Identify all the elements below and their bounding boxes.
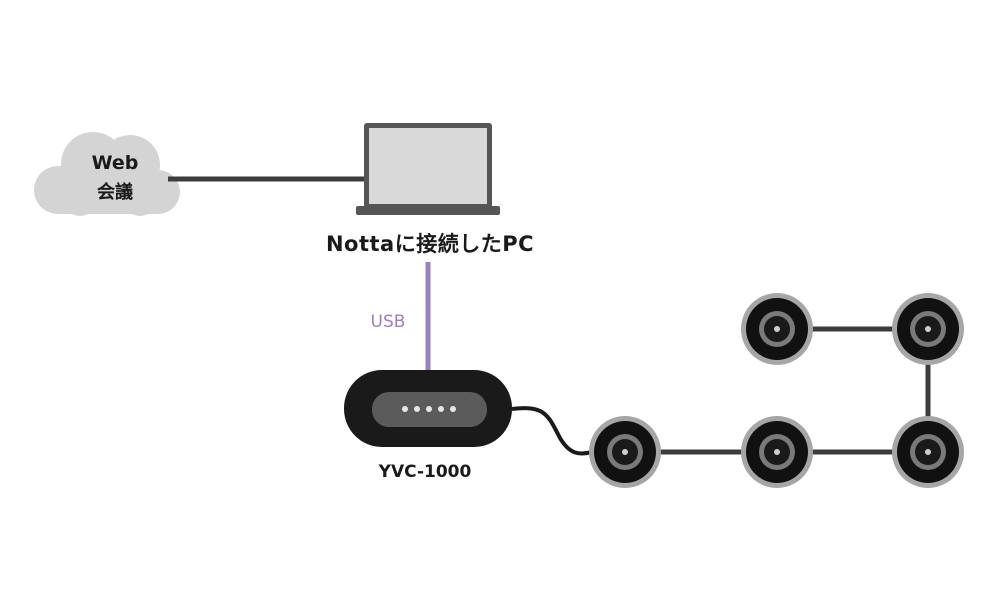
mic-icon bbox=[741, 416, 813, 488]
cloud-icon bbox=[34, 132, 180, 216]
pc-label: Nottaに接続したPC bbox=[325, 232, 535, 256]
usb-label: USB bbox=[370, 312, 406, 332]
mic-cable bbox=[511, 406, 593, 456]
mic-icon bbox=[892, 416, 964, 488]
mic-icon bbox=[589, 416, 661, 488]
laptop-icon bbox=[356, 123, 500, 215]
cloud-label-line1: Web bbox=[91, 152, 139, 174]
cloud-label-line2: 会議 bbox=[97, 182, 133, 203]
speakerphone-icon bbox=[344, 370, 512, 447]
mic-icon bbox=[741, 293, 813, 365]
mic-icon bbox=[892, 293, 964, 365]
device-label: YVC-1000 bbox=[378, 462, 472, 482]
